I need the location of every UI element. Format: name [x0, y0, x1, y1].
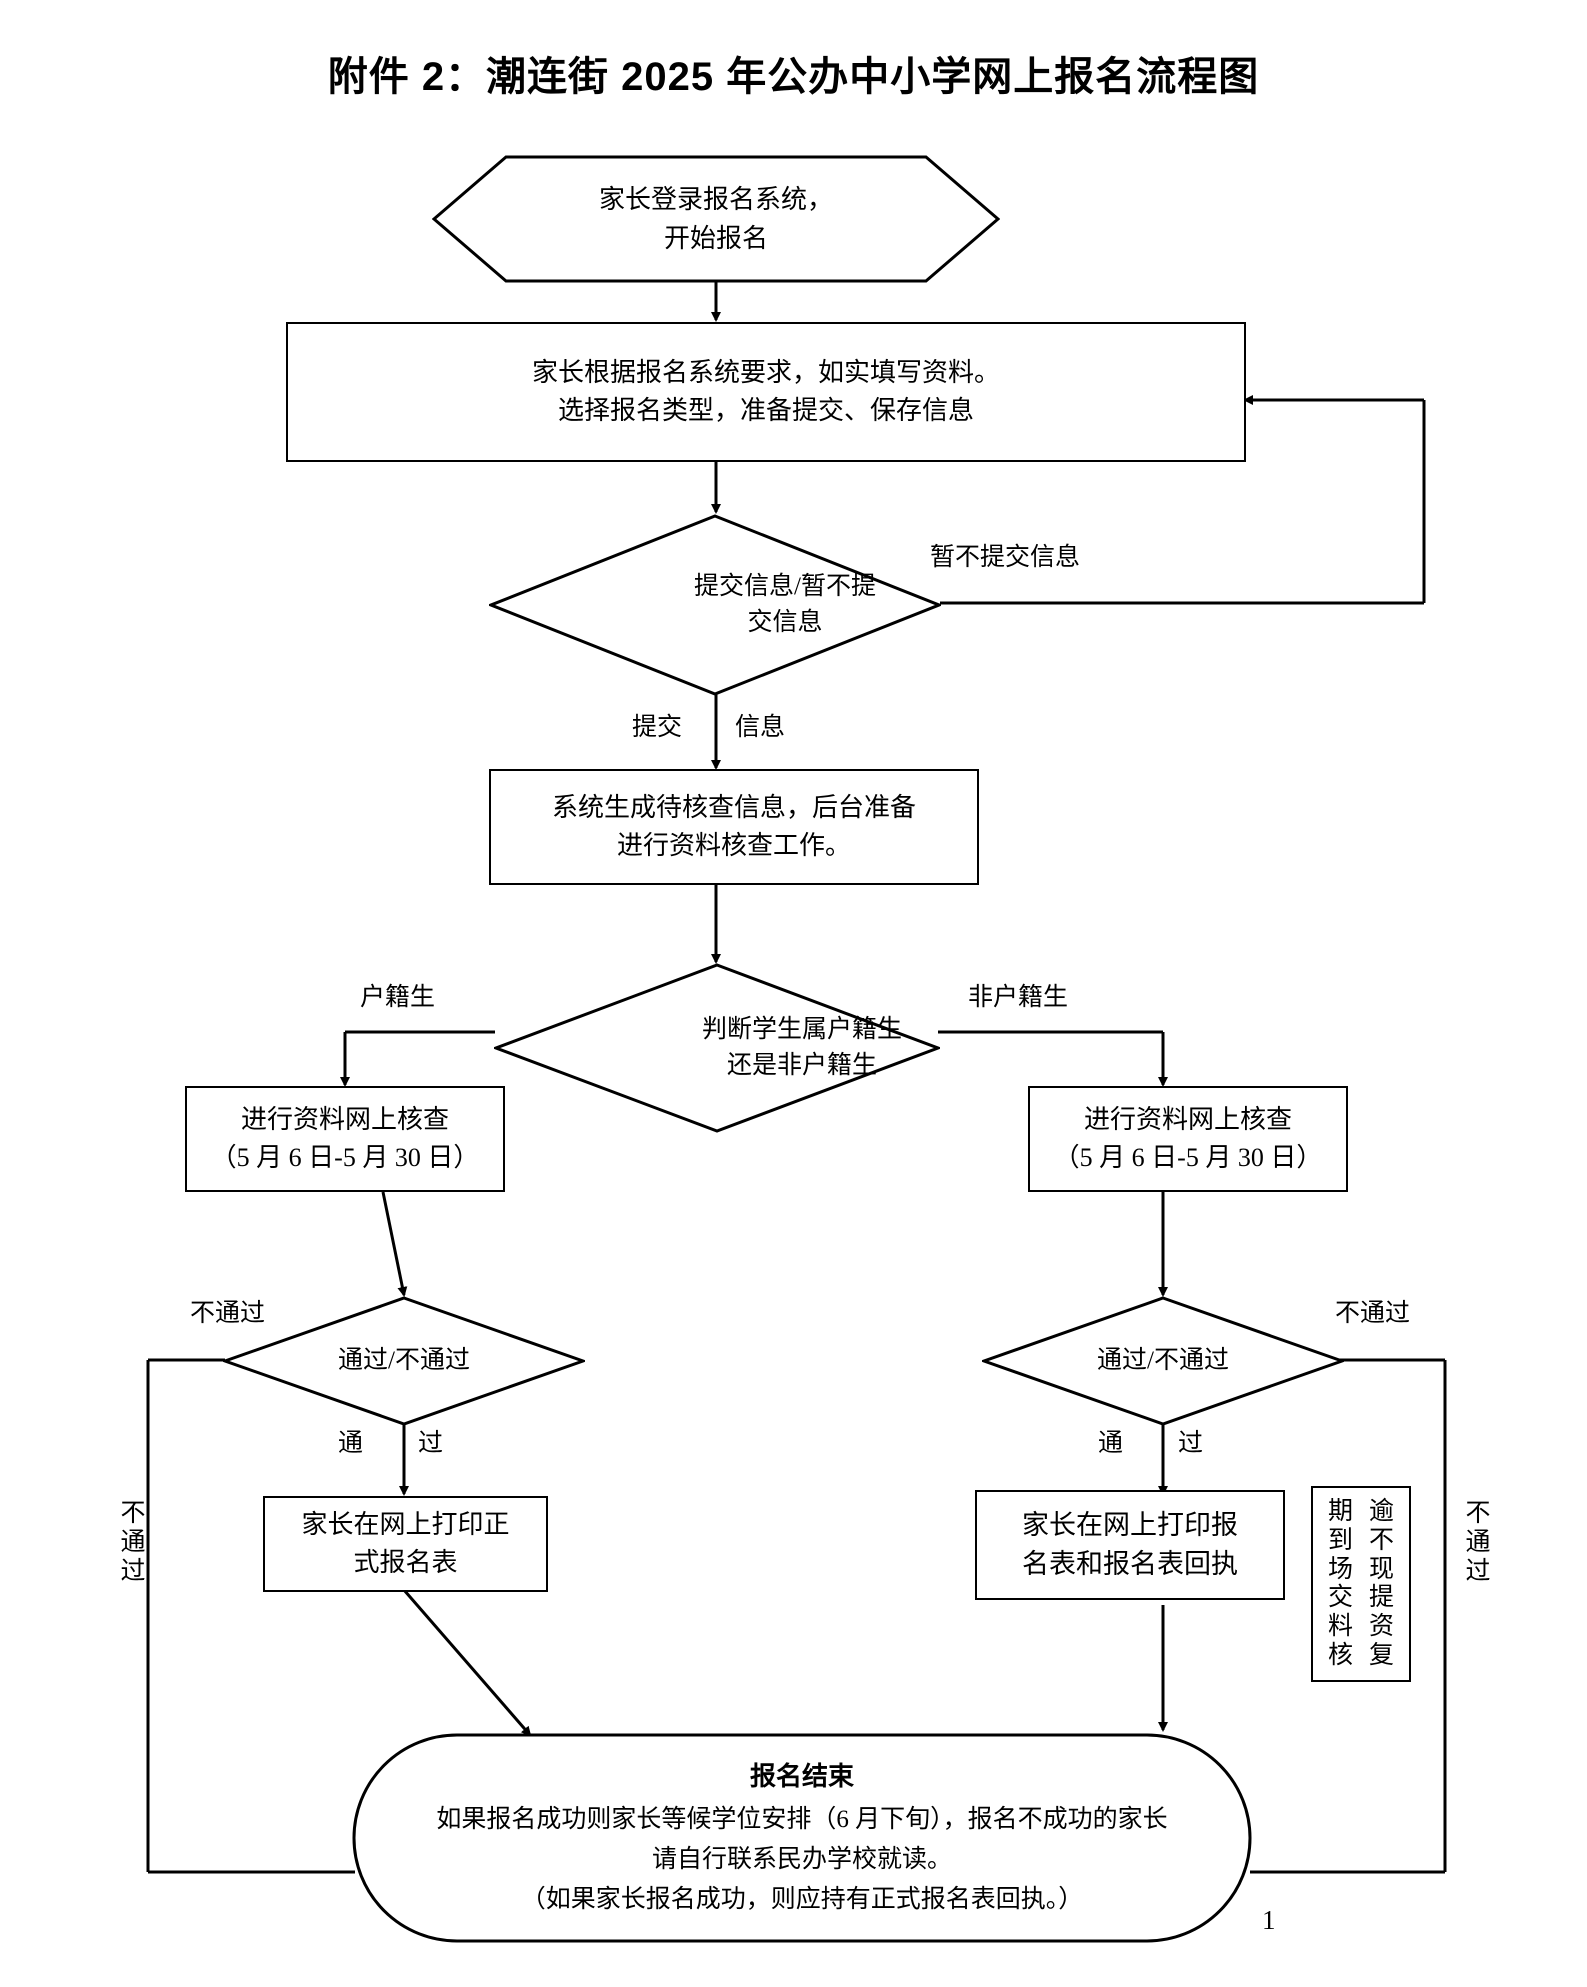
- edge-label-pass-right-b: 过: [1178, 1430, 1204, 1457]
- node-system-generate: 系统生成待核查信息，后台准备 进行资料核查工作。: [489, 769, 979, 885]
- page-number: 1: [1262, 1905, 1276, 1935]
- node-review-right-line2: （5 月 6 日-5 月 30 日）: [1053, 1143, 1323, 1172]
- node-print-right-line1: 家长在网上打印报: [1022, 1509, 1238, 1540]
- node-fill-form-line1: 家长根据报名系统要求，如实填写资料。: [531, 358, 1000, 388]
- node-start-line1: 家长登录报名系统，: [598, 185, 833, 214]
- edge-label-household-no: 非户籍生: [968, 984, 1069, 1011]
- node-review-right: 进行资料网上核查 （5 月 6 日-5 月 30 日）: [1028, 1086, 1348, 1192]
- node-end-label: 报名结束 如果报名成功则家长等候学位安排（6 月下旬），报名不成功的家长 请自行…: [352, 1733, 1252, 1943]
- edge-label-household-yes: 户籍生: [360, 984, 436, 1011]
- node-print-left: 家长在网上打印正 式报名表: [263, 1496, 548, 1592]
- edge-label-pass-left-b: 过: [418, 1430, 444, 1457]
- edge-label-pass-right-a: 通: [1098, 1430, 1124, 1457]
- edge-label-no-submit: 暂不提交信息: [930, 544, 1081, 571]
- node-print-left-line1: 家长在网上打印正: [301, 1510, 510, 1540]
- node-review-right-line1: 进行资料网上核查: [1083, 1105, 1292, 1135]
- node-end-line2: 请自行联系民办学校就读。: [651, 1845, 952, 1873]
- node-end-line3: （如果家长报名成功，则应持有正式报名表回执。）: [520, 1885, 1084, 1913]
- edge-label-fail-right-side: 不通过: [1465, 1500, 1491, 1585]
- node-submit-decision: 提交信息/暂不提 交信息: [486, 514, 944, 696]
- node-start: 家长登录报名系统， 开始报名: [432, 155, 1000, 283]
- node-start-label: 家长登录报名系统， 开始报名: [432, 155, 1000, 283]
- node-pass-decision-right: 通过/不通过: [979, 1296, 1347, 1426]
- edge-label-submit-right: 信息: [735, 714, 786, 741]
- overdue-note-col-left: 期到场交料核: [1327, 1498, 1353, 1669]
- node-start-line2: 开始报名: [663, 224, 768, 253]
- node-print-right: 家长在网上打印报 名表和报名表回执: [975, 1490, 1285, 1600]
- node-end-title: 报名结束: [749, 1762, 854, 1792]
- edge-label-fail-right-top: 不通过: [1335, 1300, 1411, 1327]
- overdue-note-col-right: 逾不现提资复: [1368, 1498, 1394, 1669]
- node-fill-form: 家长根据报名系统要求，如实填写资料。 选择报名类型，准备提交、保存信息: [286, 322, 1246, 462]
- node-end-line1: 如果报名成功则家长等候学位安排（6 月下旬），报名不成功的家长: [436, 1805, 1168, 1833]
- node-system-generate-line1: 系统生成待核查信息，后台准备: [551, 793, 916, 823]
- node-print-right-line2: 名表和报名表回执: [1022, 1549, 1238, 1579]
- node-print-left-line2: 式报名表: [353, 1548, 458, 1577]
- edge-label-pass-left-a: 通: [338, 1430, 364, 1457]
- edge-label-fail-left-side: 不通过: [120, 1500, 146, 1585]
- node-fill-form-line2: 选择报名类型，准备提交、保存信息: [557, 396, 974, 425]
- node-review-left-line2: （5 月 6 日-5 月 30 日）: [210, 1143, 480, 1172]
- page-title: 附件 2：潮连街 2025 年公办中小学网上报名流程图: [327, 55, 1260, 99]
- node-review-left-line1: 进行资料网上核查: [240, 1105, 449, 1135]
- node-end: 报名结束 如果报名成功则家长等候学位安排（6 月下旬），报名不成功的家长 请自行…: [352, 1733, 1252, 1943]
- node-household-decision: 判断学生属户籍生 还是非户籍生: [491, 963, 943, 1133]
- node-pass-decision-left: 通过/不通过: [220, 1296, 588, 1426]
- node-review-left: 进行资料网上核查 （5 月 6 日-5 月 30 日）: [185, 1086, 505, 1192]
- edge-label-submit-left: 提交: [632, 714, 683, 741]
- edge-label-fail-left-top: 不通过: [190, 1300, 266, 1327]
- node-system-generate-line2: 进行资料核查工作。: [616, 831, 851, 860]
- node-overdue-note: 逾不现提资复 期到场交料核: [1311, 1486, 1411, 1682]
